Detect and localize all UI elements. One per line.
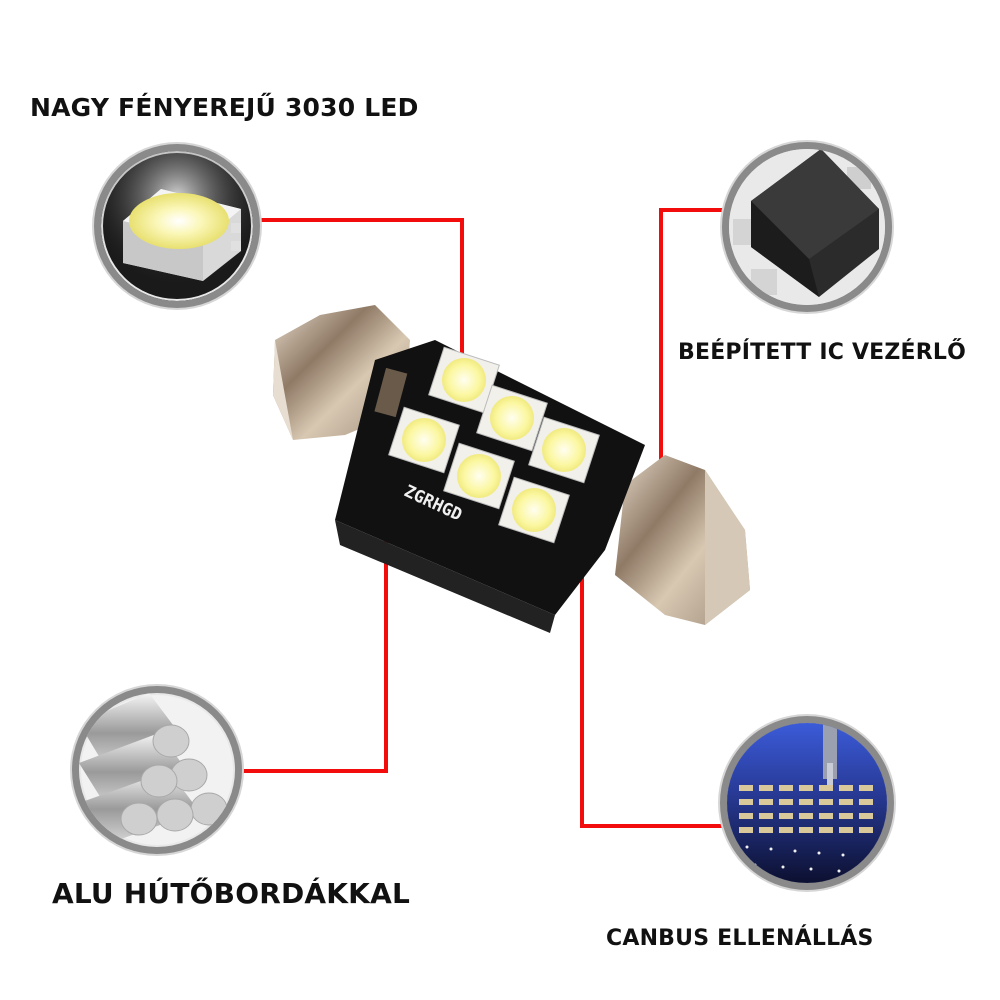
festoon-led-bulb: ZGRHGD — [265, 295, 755, 635]
connector-line-ic-h — [659, 208, 723, 212]
feature-label-ic: BEÉPÍTETT IC VEZÉRLŐ — [678, 340, 967, 365]
aluminum-rods-icon — [72, 686, 242, 854]
connector-line-canbus-h — [580, 824, 722, 828]
smd-led-chip-icon — [94, 144, 260, 308]
feature-label-canbus: CANBUS ELLENÁLLÁS — [606, 926, 874, 951]
connector-line-canbus-v — [580, 530, 584, 828]
connector-line-heatsink-h — [236, 769, 388, 773]
connector-line-led-v — [460, 218, 464, 396]
circuit-board-machine-icon — [720, 716, 894, 890]
feature-label-heatsink: ALU HÚTŐBORDÁKKAL — [52, 877, 410, 910]
connector-line-ic-v — [659, 208, 663, 523]
ic-chip-icon — [722, 142, 892, 312]
connector-line-heatsink-v — [384, 518, 388, 773]
feature-label-led: NAGY FÉNYEREJŰ 3030 LED — [30, 93, 419, 122]
connector-line-led-h — [257, 218, 464, 222]
